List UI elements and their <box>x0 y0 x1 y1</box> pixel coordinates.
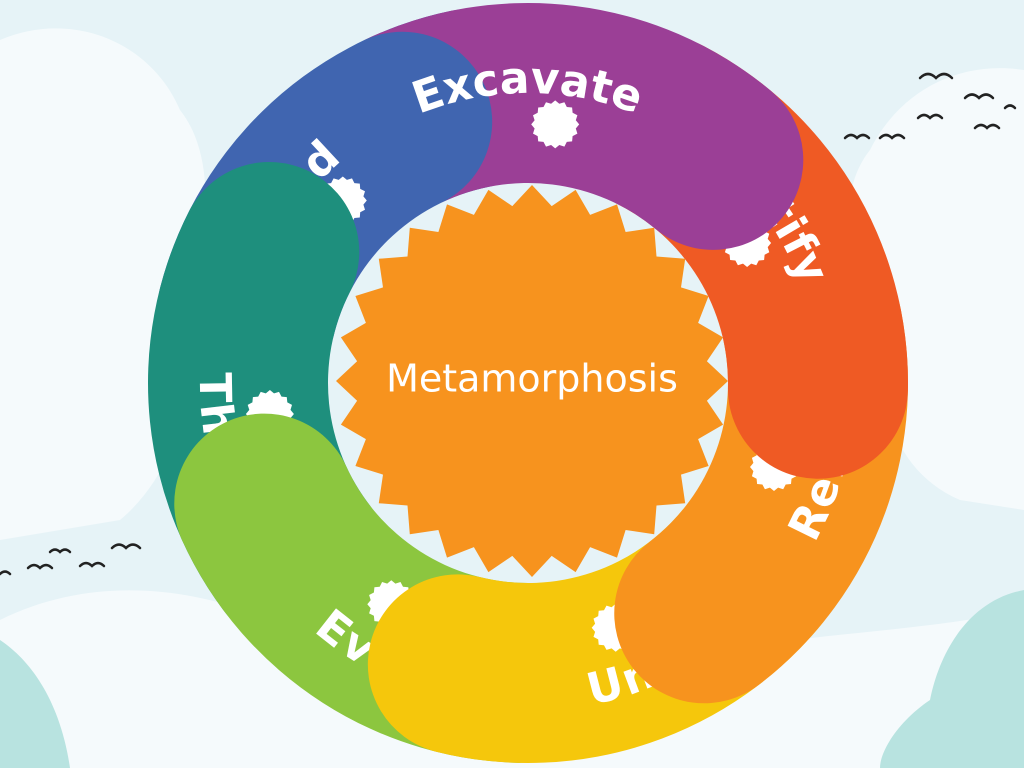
bird-icon <box>973 123 1001 130</box>
bird-icon <box>26 563 54 570</box>
bird-icon <box>78 561 106 568</box>
segment-excavate: Excavate <box>363 2 804 250</box>
birds <box>0 72 1017 576</box>
bird-icon <box>110 543 142 550</box>
bird-icon <box>48 548 72 554</box>
bird-icon <box>0 570 12 576</box>
bird-icon <box>918 72 954 80</box>
center-label: Metamorphosis <box>386 357 678 401</box>
segment-excavate-band <box>363 2 804 250</box>
bird-icon <box>843 133 871 140</box>
center-starburst <box>336 185 728 577</box>
hill-right <box>880 590 1024 768</box>
segment-reflect-band <box>614 298 908 704</box>
segment-evolve-band <box>174 413 529 763</box>
bird-icon <box>916 113 944 120</box>
bird-icon <box>963 93 995 100</box>
bird-icon <box>1003 104 1017 110</box>
center-hub: Metamorphosis <box>336 185 728 577</box>
bird-icon <box>878 133 906 140</box>
hill-left <box>0 640 70 768</box>
segment-lead-band <box>157 9 560 339</box>
badge-icon <box>531 100 580 149</box>
cycle-ring: LeadThriveEvolveUnveilReflectIdentifyExc… <box>147 2 908 764</box>
